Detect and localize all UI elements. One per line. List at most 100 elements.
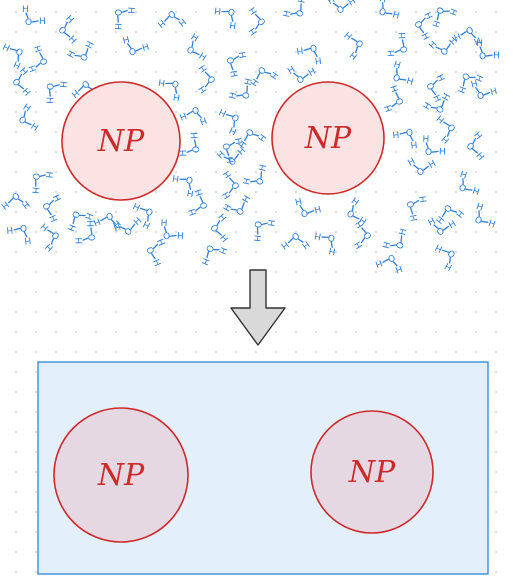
- bottom-nanoparticle-right-label: NP: [348, 455, 396, 490]
- hydrogen-label: H: [63, 14, 75, 26]
- hydrogen-label: H: [178, 109, 188, 121]
- water-molecule: OHH: [314, 230, 337, 256]
- hydrogen-label: H: [248, 25, 260, 36]
- bond-line: [223, 156, 230, 160]
- hydrogen-label: H: [189, 32, 200, 44]
- hydrogen-label: H: [141, 43, 150, 54]
- bond-line: [303, 47, 311, 51]
- bond-line: [215, 230, 222, 236]
- bond-line: [230, 15, 234, 22]
- hydrogen-label: H: [39, 220, 51, 232]
- water-molecule: OHH: [29, 171, 53, 194]
- water-molecule: OHH: [434, 241, 458, 271]
- bond-line: [250, 180, 257, 183]
- water-molecule: OHH: [344, 197, 367, 229]
- bond-line: [173, 16, 180, 21]
- hydrogen-label: H: [172, 172, 180, 183]
- water-molecule: OHH: [353, 218, 375, 250]
- hydrogen-label: H: [236, 51, 247, 60]
- water-molecule: OHH: [427, 217, 458, 239]
- hydrogen-label: H: [12, 58, 22, 70]
- hydrogen-label: H: [297, 0, 308, 4]
- hydrogen-label: H: [265, 219, 276, 227]
- hydrogen-label: H: [248, 76, 260, 87]
- bond-line: [17, 198, 24, 203]
- hydrogen-label: H: [244, 78, 255, 87]
- water-molecule: OHH: [422, 92, 453, 116]
- hydrogen-label: H: [349, 197, 360, 209]
- bond-line: [413, 199, 420, 205]
- water-molecule: OHH: [222, 194, 253, 217]
- hydrogen-label: H: [294, 197, 303, 208]
- oxygen-label: O: [435, 104, 447, 115]
- hydrogen-label: H: [65, 222, 77, 232]
- bond-line: [229, 141, 236, 146]
- water-molecule: OHH: [10, 66, 32, 98]
- oxygen-label: O: [459, 71, 471, 81]
- hydrogen-label: H: [258, 164, 269, 173]
- water-molecule: OHH: [197, 62, 218, 94]
- oxygen-label: O: [207, 223, 219, 235]
- oxygen-label: O: [203, 243, 215, 253]
- oxygen-label: O: [344, 209, 355, 221]
- bond-line: [351, 37, 358, 43]
- bond-line: [230, 63, 234, 71]
- bond-line: [342, 3, 349, 9]
- bond-line: [392, 261, 398, 267]
- bond-line: [475, 87, 480, 93]
- oxygen-label: O: [464, 141, 476, 153]
- oxygen-label: O: [425, 148, 432, 158]
- hydrogen-label: H: [228, 91, 239, 100]
- oxygen-label: O: [163, 232, 171, 242]
- bond-line: [355, 46, 359, 53]
- oxygen-label: O: [50, 229, 62, 241]
- bond-line: [313, 51, 318, 58]
- oxygen-label: O: [289, 229, 301, 241]
- down-arrow: [230, 269, 286, 346]
- hydrogen-label: H: [29, 186, 40, 194]
- hydrogen-label: H: [197, 83, 209, 94]
- hydrogen-label: H: [407, 157, 418, 169]
- water-molecule: OHH: [423, 73, 445, 104]
- bond-line: [441, 100, 445, 108]
- bond-line: [150, 253, 156, 260]
- bond-line: [396, 68, 398, 75]
- hydrogen-label: H: [222, 168, 234, 179]
- water-molecules: OHHOHHOHHOHHOHHOHHOHHOHHOHHOHHOHHOHHOHHO…: [0, 0, 500, 274]
- bond-line: [225, 114, 234, 117]
- bond-line: [18, 84, 25, 90]
- hydrogen-label: H: [296, 44, 304, 55]
- oxygen-label: O: [10, 77, 22, 89]
- bond-line: [443, 121, 450, 127]
- bond-line: [47, 229, 54, 234]
- hydrogen-label: H: [198, 62, 210, 73]
- bond-line: [130, 223, 136, 230]
- oxygen-label: O: [184, 45, 195, 57]
- oxygen-label: O: [44, 82, 55, 90]
- bond-line: [401, 39, 405, 47]
- bond-line: [34, 179, 37, 187]
- bond-line: [85, 48, 89, 56]
- bond-line: [78, 85, 84, 92]
- oxygen-label: O: [243, 126, 255, 138]
- bond-line: [147, 214, 149, 222]
- hydrogen-label: H: [43, 97, 54, 105]
- water-molecule: OHH: [221, 168, 242, 200]
- bond-line: [400, 235, 403, 243]
- hydrogen-label: H: [384, 103, 396, 113]
- bond-line: [256, 227, 259, 235]
- water-molecule: OHH: [143, 238, 166, 269]
- bond-line: [174, 87, 178, 94]
- bond-line: [472, 137, 477, 145]
- hydrogen-label: H: [453, 208, 465, 220]
- hydrogen-label: H: [33, 44, 45, 54]
- hydrogen-label: H: [314, 205, 323, 216]
- water-molecule: OHH: [207, 212, 229, 244]
- hydrogen-label: H: [416, 195, 427, 203]
- bond-line: [290, 12, 297, 15]
- oxygen-label: O: [231, 111, 242, 123]
